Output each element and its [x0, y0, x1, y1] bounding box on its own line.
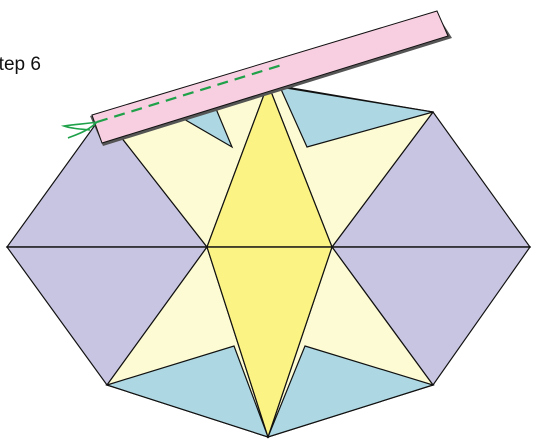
- blue-bottom-left: [105, 345, 269, 438]
- step-label: Step 6: [0, 54, 41, 75]
- blue-top-right: [278, 86, 434, 148]
- stitch-line: [96, 62, 286, 124]
- side-triangles: [5, 110, 532, 387]
- fabric-strip-face: [91, 10, 449, 144]
- thread-tail-icon: [60, 121, 98, 139]
- fabric-strip: [90, 10, 452, 146]
- blue-bottom-right: [266, 345, 436, 438]
